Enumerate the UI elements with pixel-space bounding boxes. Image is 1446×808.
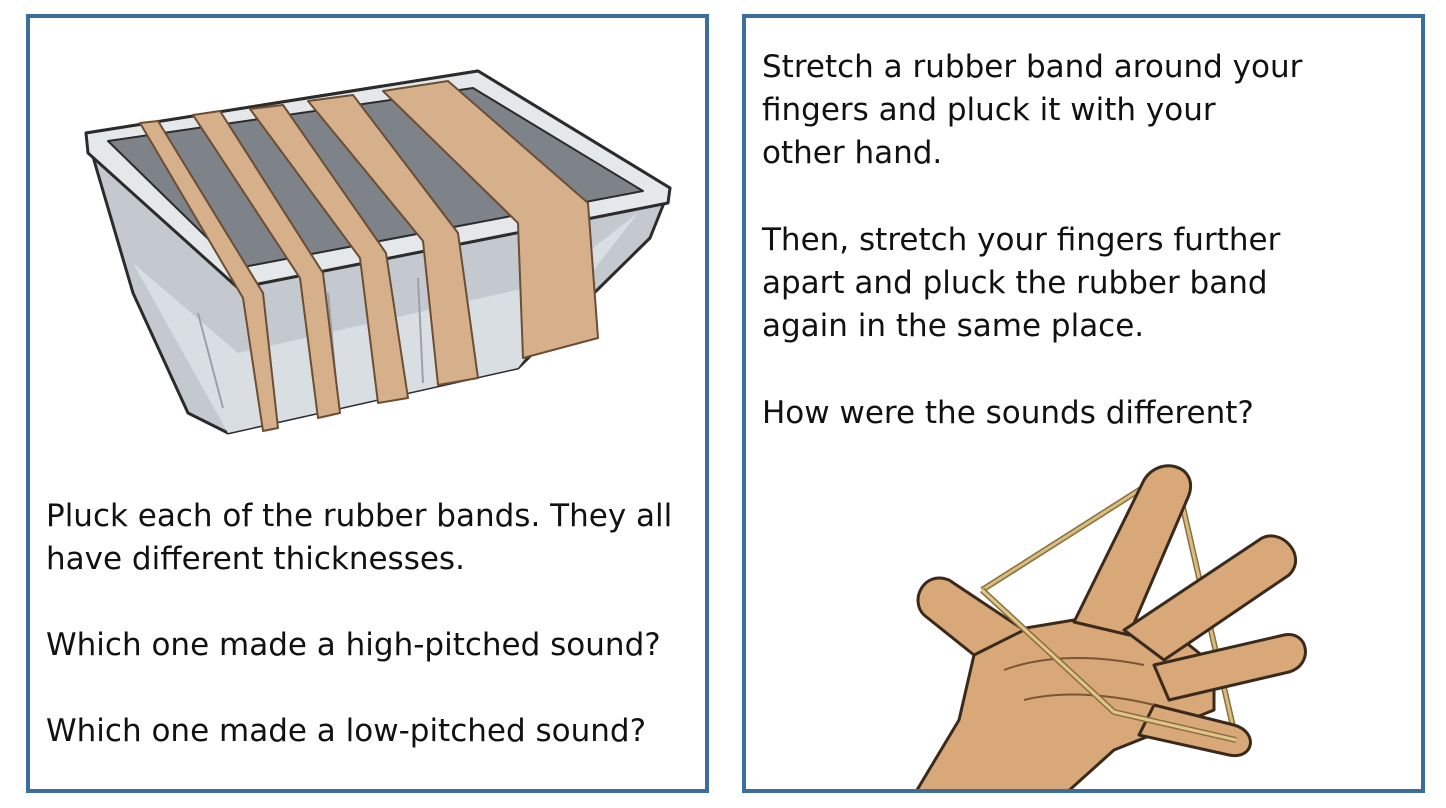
text-line: How were the sounds different? (762, 395, 1254, 431)
text-line: fingers and pluck it with your (762, 92, 1216, 128)
text-line: Which one made a low-pitched sound? (46, 713, 647, 749)
paragraph-pluck-bands: Pluck each of the rubber bands. They all… (46, 495, 672, 581)
text-line: Pluck each of the rubber bands. They all (46, 498, 673, 534)
hand-with-rubber-band-icon (915, 464, 1307, 789)
text-line: have different thicknesses. (46, 541, 465, 577)
text-line: other hand. (762, 135, 943, 171)
text-line: Stretch a rubber band around your (762, 49, 1303, 85)
activity-card-stretch-band: Stretch a rubber band around your finger… (742, 14, 1425, 793)
text-line: apart and pluck the rubber band (762, 265, 1268, 301)
question-high-pitched: Which one made a high-pitched sound? (46, 624, 661, 667)
text-line: Which one made a high-pitched sound? (46, 627, 661, 663)
question-sounds-different: How were the sounds different? (762, 392, 1254, 435)
activity-card-rubber-band-box: Pluck each of the rubber bands. They all… (26, 14, 709, 793)
text-line: again in the same place. (762, 308, 1145, 344)
paragraph-stretch-band: Stretch a rubber band around your finger… (762, 46, 1302, 175)
question-low-pitched: Which one made a low-pitched sound? (46, 710, 646, 753)
text-line: Then, stretch your fingers further (762, 222, 1281, 258)
paragraph-stretch-further: Then, stretch your fingers further apart… (762, 219, 1280, 348)
box-with-rubber-bands-icon (84, 69, 672, 435)
